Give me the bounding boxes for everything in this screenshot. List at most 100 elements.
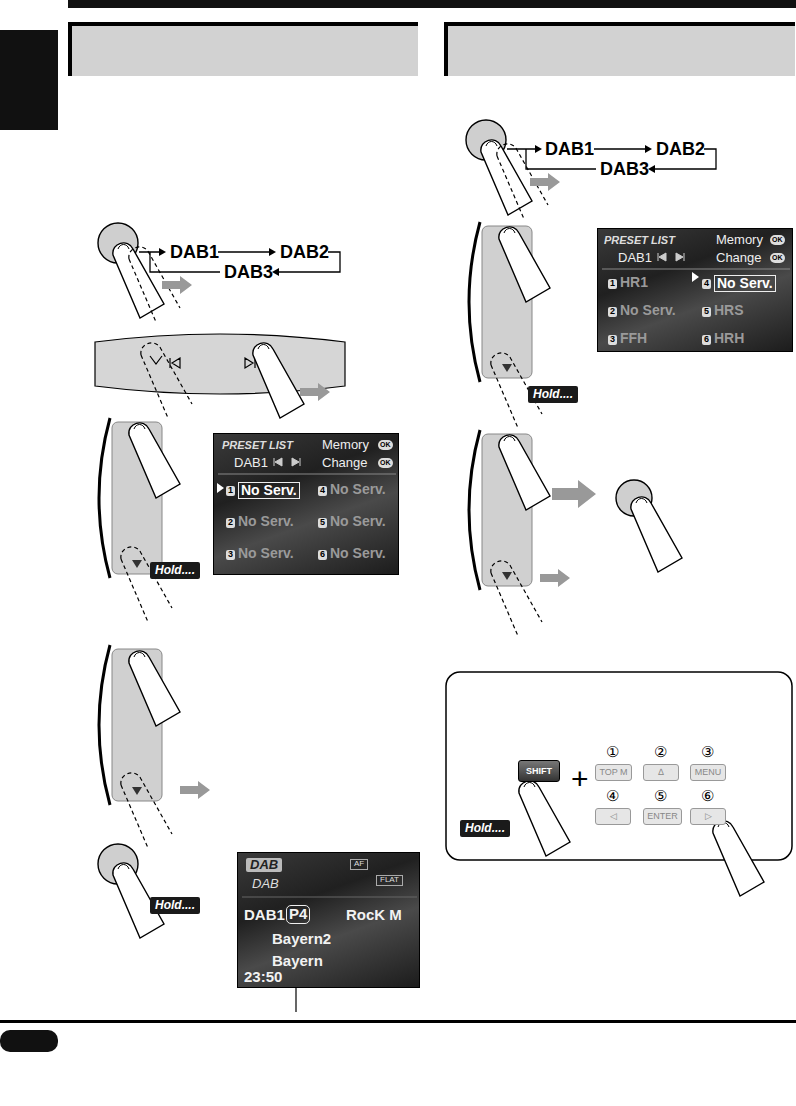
ensemble-name: Bayern	[272, 953, 323, 970]
button-label: ▷	[705, 812, 712, 821]
preset-number: 4	[318, 486, 327, 496]
button-label: ENTER	[647, 812, 678, 821]
seek-buttons	[95, 334, 345, 394]
screen-heading: PRESET LIST	[222, 439, 293, 451]
right-rockers	[540, 569, 570, 587]
preset-station: HRS	[714, 303, 744, 318]
band-label: DAB1	[170, 243, 219, 263]
band-label: DAB3	[224, 263, 273, 283]
preset-station: No Serv.	[238, 546, 294, 561]
preset-number: 2	[608, 307, 617, 317]
page-frame	[0, 1030, 58, 1052]
left-cycle	[162, 276, 192, 294]
left-rockers	[295, 988, 296, 1012]
tip-box	[713, 821, 764, 896]
ok-icon: OK	[770, 235, 785, 245]
preset-number: 5	[318, 518, 327, 528]
page-frame	[0, 1020, 796, 1023]
ok-icon: OK	[378, 440, 393, 450]
left-rockers	[129, 651, 180, 726]
preset-station: No Serv.	[330, 482, 386, 497]
band-label: DAB3	[600, 160, 649, 180]
right-rockers	[631, 497, 682, 572]
sound-mode: FLAT	[376, 875, 403, 886]
preset-number: 6	[318, 550, 327, 560]
ok-icon: OK	[378, 458, 393, 468]
number-button: ∆	[643, 764, 679, 781]
hold-badge: Hold....	[150, 562, 200, 579]
clock: 23:50	[244, 969, 282, 986]
dab-display-screen: DABDABAFFLATDAB1P4RocK MBayern2Bayern23:…	[237, 852, 420, 988]
band-label: DAB2	[280, 243, 329, 263]
service-name: Bayern2	[272, 931, 331, 948]
button-label: ∆	[658, 768, 664, 777]
right-rockers	[499, 227, 550, 302]
preset-station: No Serv.	[714, 275, 776, 292]
preset-number: 3	[226, 550, 235, 560]
seek-buttons	[95, 334, 345, 418]
page-frame	[0, 30, 58, 130]
preset-number: 1	[608, 279, 617, 289]
button-number: ⑤	[654, 788, 667, 805]
number-button: MENU	[690, 764, 726, 781]
page-frame	[72, 26, 418, 76]
menu-hint: Memory	[716, 233, 763, 247]
number-button: TOP M	[595, 764, 632, 781]
preset-number: 4	[702, 279, 711, 289]
preset-station: No Serv.	[238, 514, 294, 529]
hold-badge: Hold....	[528, 386, 578, 403]
page-frame	[448, 26, 795, 76]
hold-badge: Hold....	[150, 897, 200, 914]
preset-station: HRH	[714, 331, 744, 346]
preset-number: 2	[226, 518, 235, 528]
page-frame	[70, 24, 418, 76]
screen-heading: PRESET LIST	[604, 234, 675, 246]
af-indicator: AF	[350, 859, 368, 870]
band-name: DAB1	[244, 907, 285, 924]
hold-badge: Hold....	[460, 820, 510, 837]
right-rockers	[552, 480, 596, 508]
page-frame	[446, 24, 795, 76]
button-number: ①	[606, 744, 619, 761]
right-rockers	[491, 561, 542, 636]
number-button: ▷	[690, 808, 726, 825]
seek-buttons	[253, 343, 304, 418]
preset-station: No Serv.	[238, 482, 300, 499]
preset-number: 1	[226, 486, 235, 496]
button-number: ③	[701, 744, 714, 761]
page-frame	[0, 0, 796, 1052]
page-frame	[68, 0, 796, 8]
tip-box	[446, 672, 792, 860]
button-number: ②	[654, 744, 667, 761]
menu-hint: Change	[716, 251, 762, 265]
preset-number: 6	[702, 335, 711, 345]
preset-number: 5	[702, 307, 711, 317]
menu-hint: Change	[322, 456, 368, 470]
number-button: ENTER	[643, 808, 682, 825]
left-rockers	[129, 423, 180, 498]
button-label: MENU	[695, 768, 722, 777]
seek-buttons	[300, 383, 330, 401]
ok-icon: OK	[770, 253, 785, 263]
left-rockers	[180, 781, 210, 799]
button-number: ⑥	[701, 788, 714, 805]
tip-box	[446, 672, 792, 896]
left-rockers	[121, 547, 172, 622]
band-name: DAB1	[234, 456, 268, 470]
dab-logo: DAB	[246, 858, 282, 872]
preset-list-screen: PRESET LISTDAB1MemoryOKChangeOK1No Serv.…	[213, 433, 399, 575]
band-label: DAB2	[656, 140, 705, 160]
seek-buttons	[141, 343, 192, 418]
right-cycle	[530, 173, 560, 191]
preset-station: No Serv.	[330, 546, 386, 561]
preset-station: No Serv.	[330, 514, 386, 529]
plus-sign: +	[571, 762, 589, 795]
preset-list-screen: PRESET LISTDAB1MemoryOKChangeOK1HR12No S…	[597, 228, 793, 352]
preset-station: FFH	[620, 331, 647, 346]
preset-number: P4	[286, 905, 310, 924]
preset-station: No Serv.	[620, 303, 676, 318]
program-type: RocK M	[346, 907, 402, 924]
right-rockers	[499, 435, 550, 510]
band-name: DAB1	[618, 251, 652, 265]
